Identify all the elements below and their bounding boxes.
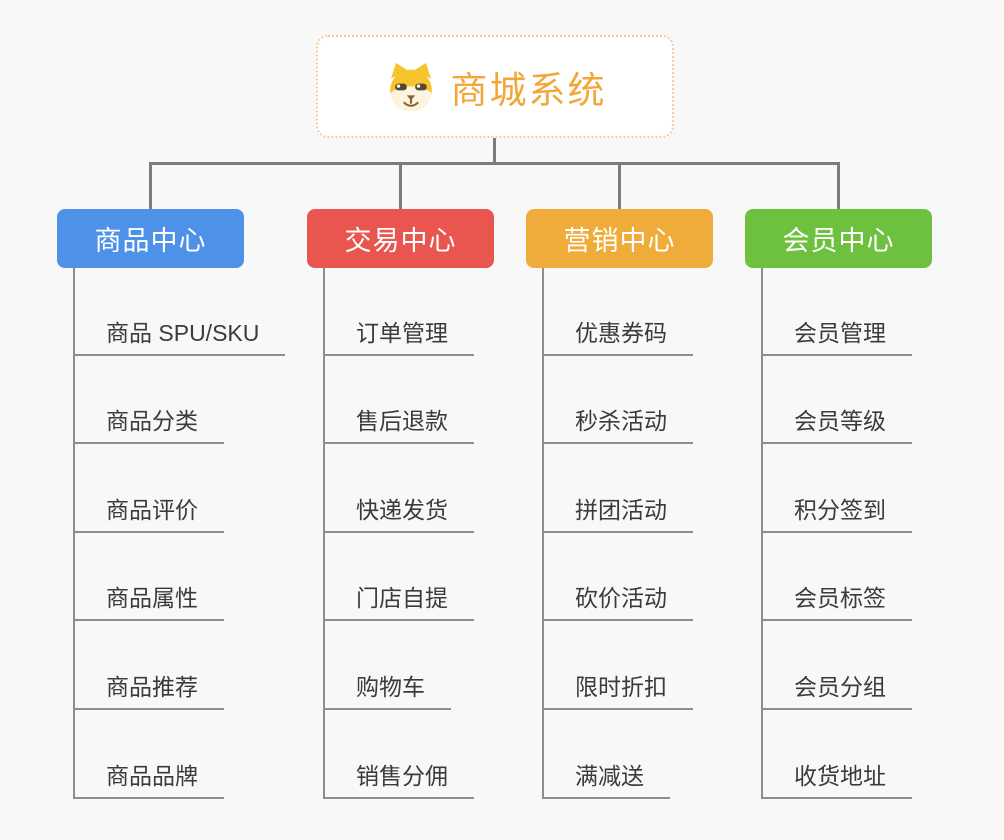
connector-drop-member bbox=[837, 162, 840, 209]
connector-root-stub bbox=[493, 138, 496, 165]
leaf-item[interactable]: 商品推荐 bbox=[73, 668, 224, 710]
connector-drop-trade bbox=[399, 162, 402, 209]
root-node[interactable]: 商城系统 bbox=[316, 35, 674, 138]
leaf-item[interactable]: 商品品牌 bbox=[73, 757, 224, 799]
leaf-item[interactable]: 门店自提 bbox=[323, 579, 474, 621]
branch-title: 商品中心 bbox=[94, 226, 207, 256]
leaf-item[interactable]: 销售分佣 bbox=[323, 757, 474, 799]
leaf-item[interactable]: 砍价活动 bbox=[542, 579, 693, 621]
connector-drop-product bbox=[149, 162, 152, 209]
branch-items-member-center: 会员管理 会员等级 积分签到 会员标签 会员分组 收货地址 bbox=[761, 268, 991, 799]
leaf-item[interactable]: 商品评价 bbox=[73, 491, 224, 533]
leaf-item[interactable]: 拼团活动 bbox=[542, 491, 693, 533]
leaf-item[interactable]: 会员管理 bbox=[761, 314, 912, 356]
branch-title: 营销中心 bbox=[563, 226, 676, 256]
shiba-dog-face-icon bbox=[384, 62, 438, 112]
branch-header-marketing-center[interactable]: 营销中心 bbox=[526, 209, 713, 268]
connector-horizontal-bus bbox=[149, 162, 840, 165]
leaf-item[interactable]: 积分签到 bbox=[761, 491, 912, 533]
leaf-item[interactable]: 商品 SPU/SKU bbox=[73, 314, 286, 356]
leaf-item[interactable]: 收货地址 bbox=[761, 757, 912, 799]
leaf-item[interactable]: 会员分组 bbox=[761, 668, 912, 710]
leaf-item[interactable]: 会员标签 bbox=[761, 579, 912, 621]
branch-header-product-center[interactable]: 商品中心 bbox=[57, 209, 244, 268]
leaf-item[interactable]: 购物车 bbox=[323, 668, 451, 710]
branch-items-marketing-center: 优惠券码 秒杀活动 拼团活动 砍价活动 限时折扣 满减送 bbox=[542, 268, 772, 799]
branch-items-product-center: 商品 SPU/SKU 商品分类 商品评价 商品属性 商品推荐 商品品牌 bbox=[73, 268, 303, 799]
leaf-item[interactable]: 会员等级 bbox=[761, 402, 912, 444]
leaf-item[interactable]: 商品分类 bbox=[73, 402, 224, 444]
branch-header-member-center[interactable]: 会员中心 bbox=[745, 209, 932, 268]
leaf-item[interactable]: 优惠券码 bbox=[542, 314, 693, 356]
branch-title: 交易中心 bbox=[344, 226, 457, 256]
branch-title: 会员中心 bbox=[782, 226, 895, 256]
leaf-item[interactable]: 快递发货 bbox=[323, 491, 474, 533]
leaf-item[interactable]: 商品属性 bbox=[73, 579, 224, 621]
branch-header-trade-center[interactable]: 交易中心 bbox=[307, 209, 494, 268]
leaf-item[interactable]: 售后退款 bbox=[323, 402, 474, 444]
branch-items-trade-center: 订单管理 售后退款 快递发货 门店自提 购物车 销售分佣 bbox=[323, 268, 553, 799]
leaf-item[interactable]: 限时折扣 bbox=[542, 668, 693, 710]
leaf-item[interactable]: 满减送 bbox=[542, 757, 670, 799]
root-title: 商城系统 bbox=[450, 69, 607, 111]
leaf-item[interactable]: 订单管理 bbox=[323, 314, 474, 356]
leaf-item[interactable]: 秒杀活动 bbox=[542, 402, 693, 444]
connector-drop-marketing bbox=[618, 162, 621, 209]
